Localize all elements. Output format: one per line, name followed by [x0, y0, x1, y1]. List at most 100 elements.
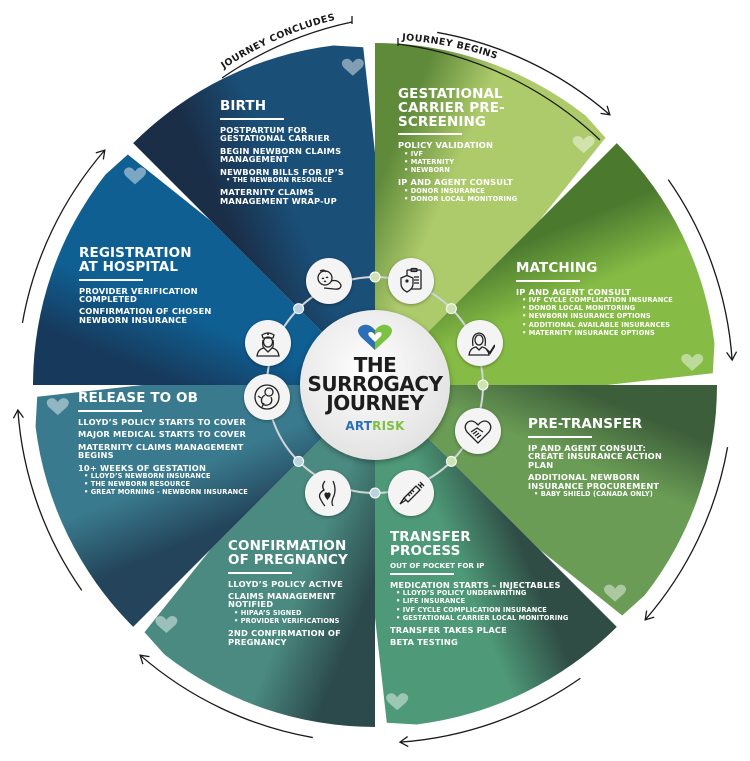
- segment-item: POSTPARTUM FOR GESTATIONAL CARRIER: [220, 126, 370, 143]
- item-bullet: IVF CYCLE COMPLICATION INSURANCE: [522, 297, 716, 304]
- item-heading: POSTPARTUM FOR GESTATIONAL CARRIER: [220, 124, 330, 144]
- sleeping-baby-icon: [306, 258, 352, 304]
- segment-pre-transfer: PRE-TRANSFER IP AND AGENT CONSULT: CREAT…: [528, 416, 678, 502]
- brand-risk: RISK: [372, 419, 405, 433]
- item-bullet: LLOYD’S POLICY UNDERWRITING: [396, 590, 580, 597]
- segment-title: MATCHING: [516, 260, 598, 276]
- segment-item: NEWBORN BILLS FOR IP’STHE NEWBORN RESOUR…: [220, 166, 370, 185]
- ring-node: [369, 271, 381, 283]
- arrowhead: [398, 736, 409, 748]
- heart-hands-watermark-icon: [341, 58, 364, 76]
- item-heading: TRANSFER TAKES PLACE: [390, 624, 507, 635]
- item-bullet: BABY SHIELD (CANADA ONLY): [534, 490, 678, 498]
- arrowhead: [726, 351, 738, 362]
- item-bullet: PROVIDER VERIFICATIONS: [234, 617, 368, 625]
- clipboard-shield-icon: [388, 258, 434, 304]
- segment-item: MATERNITY CLAIMS MANAGEMENT BEGINS: [78, 441, 248, 461]
- item-bullet: MATERNITY INSURANCE OPTIONS: [522, 329, 716, 337]
- journey-arrow: [17, 409, 83, 591]
- journey-arrow: [399, 677, 581, 743]
- item-heading: MATERNITY CLAIMS MANAGEMENT BEGINS: [78, 441, 244, 461]
- item-bullet: LIFE INSURANCE: [396, 598, 580, 605]
- item-heading: IP AND AGENT CONSULT: [398, 177, 513, 188]
- item-heading: BETA TESTING: [390, 637, 458, 648]
- segment-registration-at-hospital: REGISTRATION AT HOSPITAL PROVIDER VERIFI…: [79, 245, 239, 328]
- arrowhead: [139, 654, 150, 665]
- title-divider: [528, 435, 592, 438]
- item-bullet: DONOR LOCAL MONITORING: [404, 195, 538, 203]
- syringe-icon: [388, 470, 434, 516]
- item-bullet: THE NEWBORN RESOURCE: [84, 481, 248, 488]
- segment-birth: BIRTH POSTPARTUM FOR GESTATIONAL CARRIER…: [220, 98, 370, 209]
- brand-art: ART: [345, 419, 373, 433]
- heart-hands-watermark-icon: [603, 584, 626, 602]
- ring-node: [445, 455, 457, 467]
- segment-item: MEDICATION STARTS – INJECTABLESLLOYD’S P…: [390, 579, 580, 622]
- item-bullet: DONOR LOCAL MONITORING: [522, 305, 716, 312]
- segment-title: GESTATIONAL CARRIER PRE-SCREENING: [398, 86, 505, 130]
- item-heading: ADDITIONAL NEWBORN INSURANCE PROCUREMENT: [528, 472, 660, 491]
- title-divider: [220, 117, 284, 120]
- segment-wedge-release-to-ob: [35, 385, 375, 627]
- segment-title: BIRTH: [220, 98, 267, 114]
- heart-hands-watermark-icon: [386, 693, 409, 711]
- item-bullet: IVF CYCLE COMPLICATION INSURANCE: [396, 606, 580, 614]
- segment-title: PRE-TRANSFER: [528, 416, 643, 432]
- segment-wedge-confirmation-of-pregnancy: [144, 385, 375, 727]
- segment-matching: MATCHING IP AND AGENT CONSULTIVF CYCLE C…: [516, 260, 716, 341]
- woman-checkmark-icon: [457, 320, 503, 366]
- item-heading: CONFIRMATION OF CHOSEN NEWBORN INSURANCE: [79, 306, 212, 325]
- journey-arrow: [644, 447, 729, 621]
- journey-arrow: [221, 21, 353, 79]
- title-divider: [78, 409, 142, 412]
- center-title-line-2: SURROGACY: [307, 372, 443, 396]
- segment-items: POLICY VALIDATIONIVFMATERNITYNEWBORN IP A…: [398, 141, 538, 202]
- segment-item: IP AND AGENT CONSULTDONOR INSURANCEDONOR…: [398, 178, 538, 203]
- title-divider: [228, 571, 292, 574]
- segment-title: TRANSFER PROCESS: [390, 529, 471, 559]
- heart-hands-watermark-icon: [155, 615, 178, 633]
- segment-item: IP AND AGENT CONSULT: CREATE INSURANCE A…: [528, 443, 678, 469]
- segment-item: POLICY VALIDATIONIVFMATERNITYNEWBORN: [398, 141, 538, 174]
- title-divider: [390, 572, 454, 575]
- heart-hands-watermark-icon: [46, 398, 69, 416]
- item-heading: LLOYD’S POLICY STARTS TO COVER: [78, 416, 246, 427]
- ring-node: [477, 379, 489, 391]
- segment-item: MATERNITY CLAIMS MANAGEMENT WRAP-UP: [220, 188, 370, 205]
- item-bullet: NEWBORN INSURANCE OPTIONS: [522, 313, 716, 320]
- item-bullet: GESTATIONAL CARRIER LOCAL MONITORING: [396, 614, 580, 622]
- brand-logo-text: ARTRISK: [300, 419, 450, 433]
- pregnant-belly-icon: [305, 470, 351, 516]
- center-title-line-3: JOURNEY: [326, 391, 424, 415]
- heart-hands-watermark-icon: [124, 167, 147, 185]
- segment-title: CONFIRMATION OF PREGNANCY: [228, 538, 348, 568]
- center-title-line-1: THE: [353, 353, 397, 377]
- item-heading: 10+ WEEKS OF GESTATION: [78, 462, 207, 473]
- segment-gestational-carrier-pre-screening: GESTATIONAL CARRIER PRE-SCREENING POLICY…: [398, 86, 538, 207]
- segment-items: IP AND AGENT CONSULTIVF CYCLE COMPLICATI…: [516, 286, 716, 337]
- heart-handshake-icon: [455, 408, 501, 454]
- item-heading: NEWBORN BILLS FOR IP’S: [220, 166, 345, 177]
- fetus-icon: [244, 374, 290, 420]
- item-heading: MAJOR MEDICAL STARTS TO COVER: [78, 429, 246, 440]
- journey-arrow: [437, 31, 611, 116]
- segment-item: BETA TESTING: [390, 637, 580, 648]
- segment-item: LLOYD’S POLICY ACTIVE: [228, 579, 368, 588]
- arrowhead: [95, 149, 106, 160]
- segment-title: REGISTRATION AT HOSPITAL: [79, 245, 192, 275]
- item-bullet: GREAT MORNING - NEWBORN INSURANCE: [84, 489, 248, 496]
- segment-title: RELEASE TO OB: [78, 390, 198, 406]
- item-heading: MATERNITY CLAIMS MANAGEMENT WRAP-UP: [220, 187, 337, 206]
- segment-item: CONFIRMATION OF CHOSEN NEWBORN INSURANCE: [79, 307, 239, 324]
- item-bullet: THE NEWBORN RESOURCE: [226, 176, 370, 184]
- heart-hands-watermark-icon: [681, 353, 704, 371]
- item-heading: IP AND AGENT CONSULT: [516, 286, 631, 297]
- arrowhead: [644, 610, 655, 621]
- segment-confirmation-of-pregnancy: CONFIRMATION OF PREGNANCY LLOYD’S POLICY…: [228, 538, 368, 650]
- item-heading: MEDICATION STARTS – INJECTABLES: [390, 579, 561, 590]
- item-heading: POLICY VALIDATION: [398, 140, 494, 151]
- journey-arrow: [397, 43, 601, 141]
